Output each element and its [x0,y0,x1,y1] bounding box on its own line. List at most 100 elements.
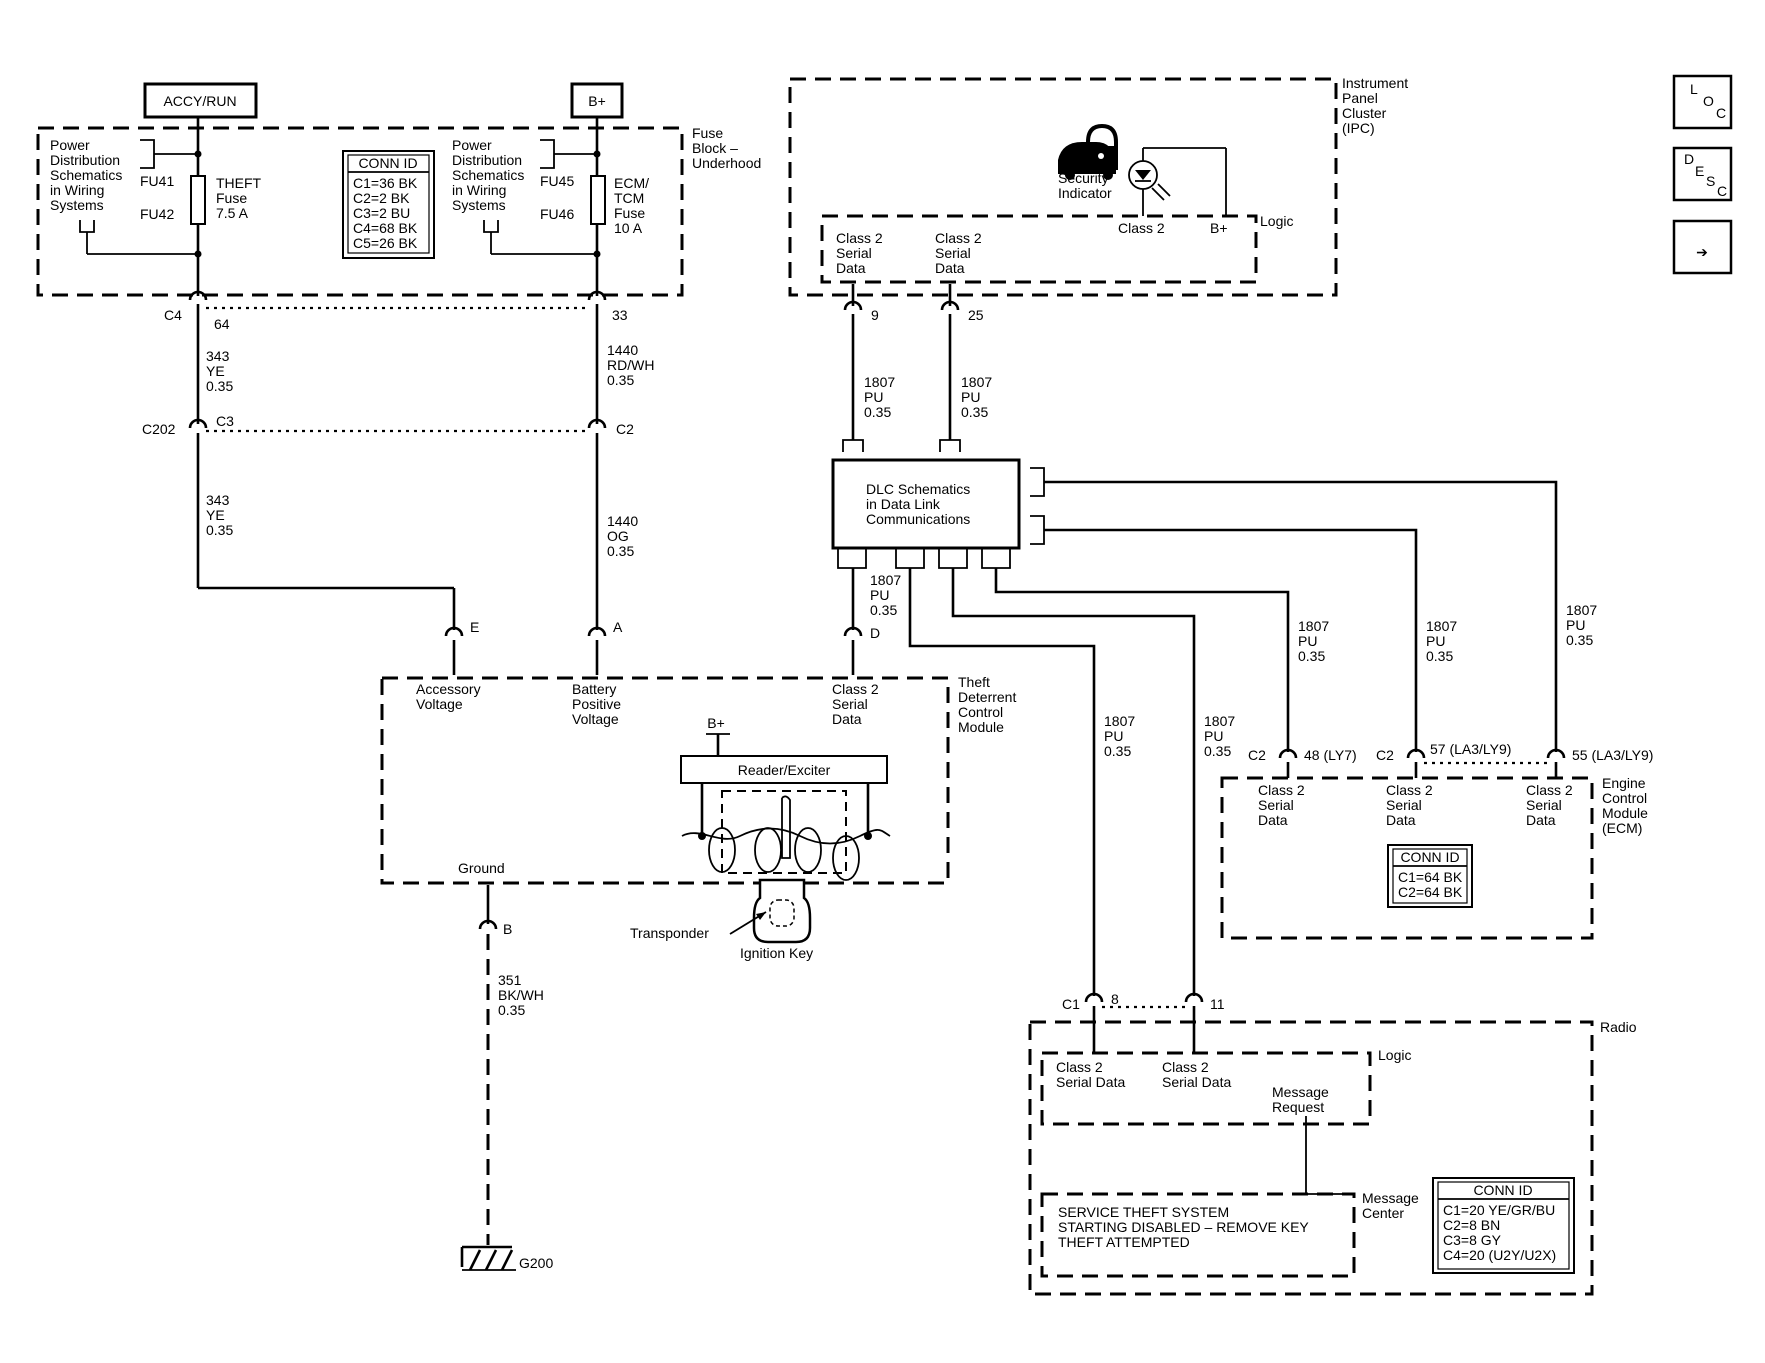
ipc-serial-data-wires [842,284,961,452]
ecm-s1-3: Data [1258,812,1288,828]
pd1-line-4: in Wiring [50,182,104,198]
pin-25-connector-icon [940,300,960,311]
c2-label: C2 [616,421,634,437]
radio-pin-8-label: 8 [1111,991,1119,1007]
c3-label: C3 [216,413,234,429]
pin-b-connector-icon [478,919,498,930]
tdcm-cls-2: Serial [832,696,868,712]
loc-letter-3: C [1716,105,1726,121]
ipc-ser2-3: Data [935,260,965,276]
wire-1807-d-2: PU [870,587,889,603]
desc-letter-1: D [1684,151,1694,167]
wire-343a-3: 0.35 [206,378,233,394]
pin-d-connector-icon [843,626,863,637]
ecm-fuse-line-3: Fuse [614,205,645,221]
radio-conn-row-4: C4=20 (U2Y/U2X) [1443,1247,1556,1263]
fuse-conn-row-2: C2=2 BK [353,190,410,206]
bplus-label: B+ [588,93,606,109]
pin-25-label: 25 [968,307,984,323]
ecm-s3-2: Serial [1526,797,1562,813]
ecm-s1-2: Serial [1258,797,1294,813]
wire-343a-1: 343 [206,348,230,364]
ipc-ser2-1: Class 2 [935,230,982,246]
ecm-tcm-fuse-symbol [590,175,606,225]
wire-1807-e3-1: 1807 [1566,602,1597,618]
pd1-line-3: Schematics [50,167,122,183]
security-car-lock-icon [1058,123,1118,180]
key-blade-icon [781,795,791,859]
tdcm-bat-1: Battery [572,681,616,697]
fu45-label: FU45 [540,173,574,189]
ipc-bplus-label: B+ [1210,220,1228,236]
wire-343b-1: 343 [206,492,230,508]
tdcm-cls-1: Class 2 [832,681,879,697]
ecm-fuse-line-4: 10 A [614,220,643,236]
fuse-conn-row-4: C4=68 BK [353,220,418,236]
key-slot-outline [721,790,847,874]
next-page-button[interactable]: ➔ [1672,219,1733,275]
reader-exciter-box [680,755,888,784]
pin-a-connector-icon [587,626,607,637]
ecm-s2-1: Class 2 [1386,782,1433,798]
ecm-s1-1: Class 2 [1258,782,1305,798]
pd2-line-1: Power [452,137,492,153]
fuse-block-title-2: Block – [692,140,738,156]
wire-1807-r2-1: 1807 [1204,713,1235,729]
pd1-line-5: Systems [50,197,104,213]
msg-text-2: STARTING DISABLED – REMOVE KEY [1058,1219,1309,1235]
wire-1807-25-3: 0.35 [961,404,988,420]
dlc-to-radio-wires [908,568,1204,1053]
radio-s1-2: Serial Data [1056,1074,1125,1090]
reader-exciter-label: Reader/Exciter [738,762,831,778]
msg-request-2: Request [1272,1099,1324,1115]
radio-s2-2: Serial Data [1162,1074,1231,1090]
theft-fuse-line-3: 7.5 A [216,205,249,221]
ecm-title-1: Engine [1602,775,1646,791]
pin-d-label: D [870,625,880,641]
ipc-ser2-2: Serial [935,245,971,261]
wire-343b-2: YE [206,507,225,523]
bplus-circuit [587,117,607,675]
wire-1807-e1-2: PU [1298,633,1317,649]
accy-run-label: ACCY/RUN [163,93,236,109]
ecm-s3-1: Class 2 [1526,782,1573,798]
tdcm-acc-1: Accessory [416,681,481,697]
desc-button[interactable]: D E S C [1672,146,1733,202]
bplus-label-box [570,82,624,119]
ecm-conn-row-1: C1=64 BK [1398,869,1463,885]
arrow-right-icon: ➔ [1696,244,1708,260]
tdcm-ground-label: Ground [458,860,505,876]
ground-circuit [460,885,516,1271]
msg-center-2: Center [1362,1205,1404,1221]
pd2-line-2: Distribution [452,152,522,168]
fuse-conn-row-1: C1=36 BK [353,175,418,191]
loc-button[interactable]: L O C [1672,74,1733,130]
wire-1807-9-3: 0.35 [864,404,891,420]
ecm-fuse-line-2: TCM [614,190,644,206]
dlc-line-2: in Data Link [866,496,941,512]
wire-1807-9-2: PU [864,389,883,405]
theft-fuse-line-2: Fuse [216,190,247,206]
ipc-title-2: Panel [1342,90,1378,106]
desc-letter-4: C [1717,183,1727,199]
fuse-block-title-3: Underhood [692,155,761,171]
ipc-logic-label: Logic [1260,213,1293,229]
pin-e-label: E [470,619,479,635]
wire-1807-e3-3: 0.35 [1566,632,1593,648]
radio-pin-11-connector-icon [1184,992,1204,1003]
accy-run-label-box [143,82,258,119]
